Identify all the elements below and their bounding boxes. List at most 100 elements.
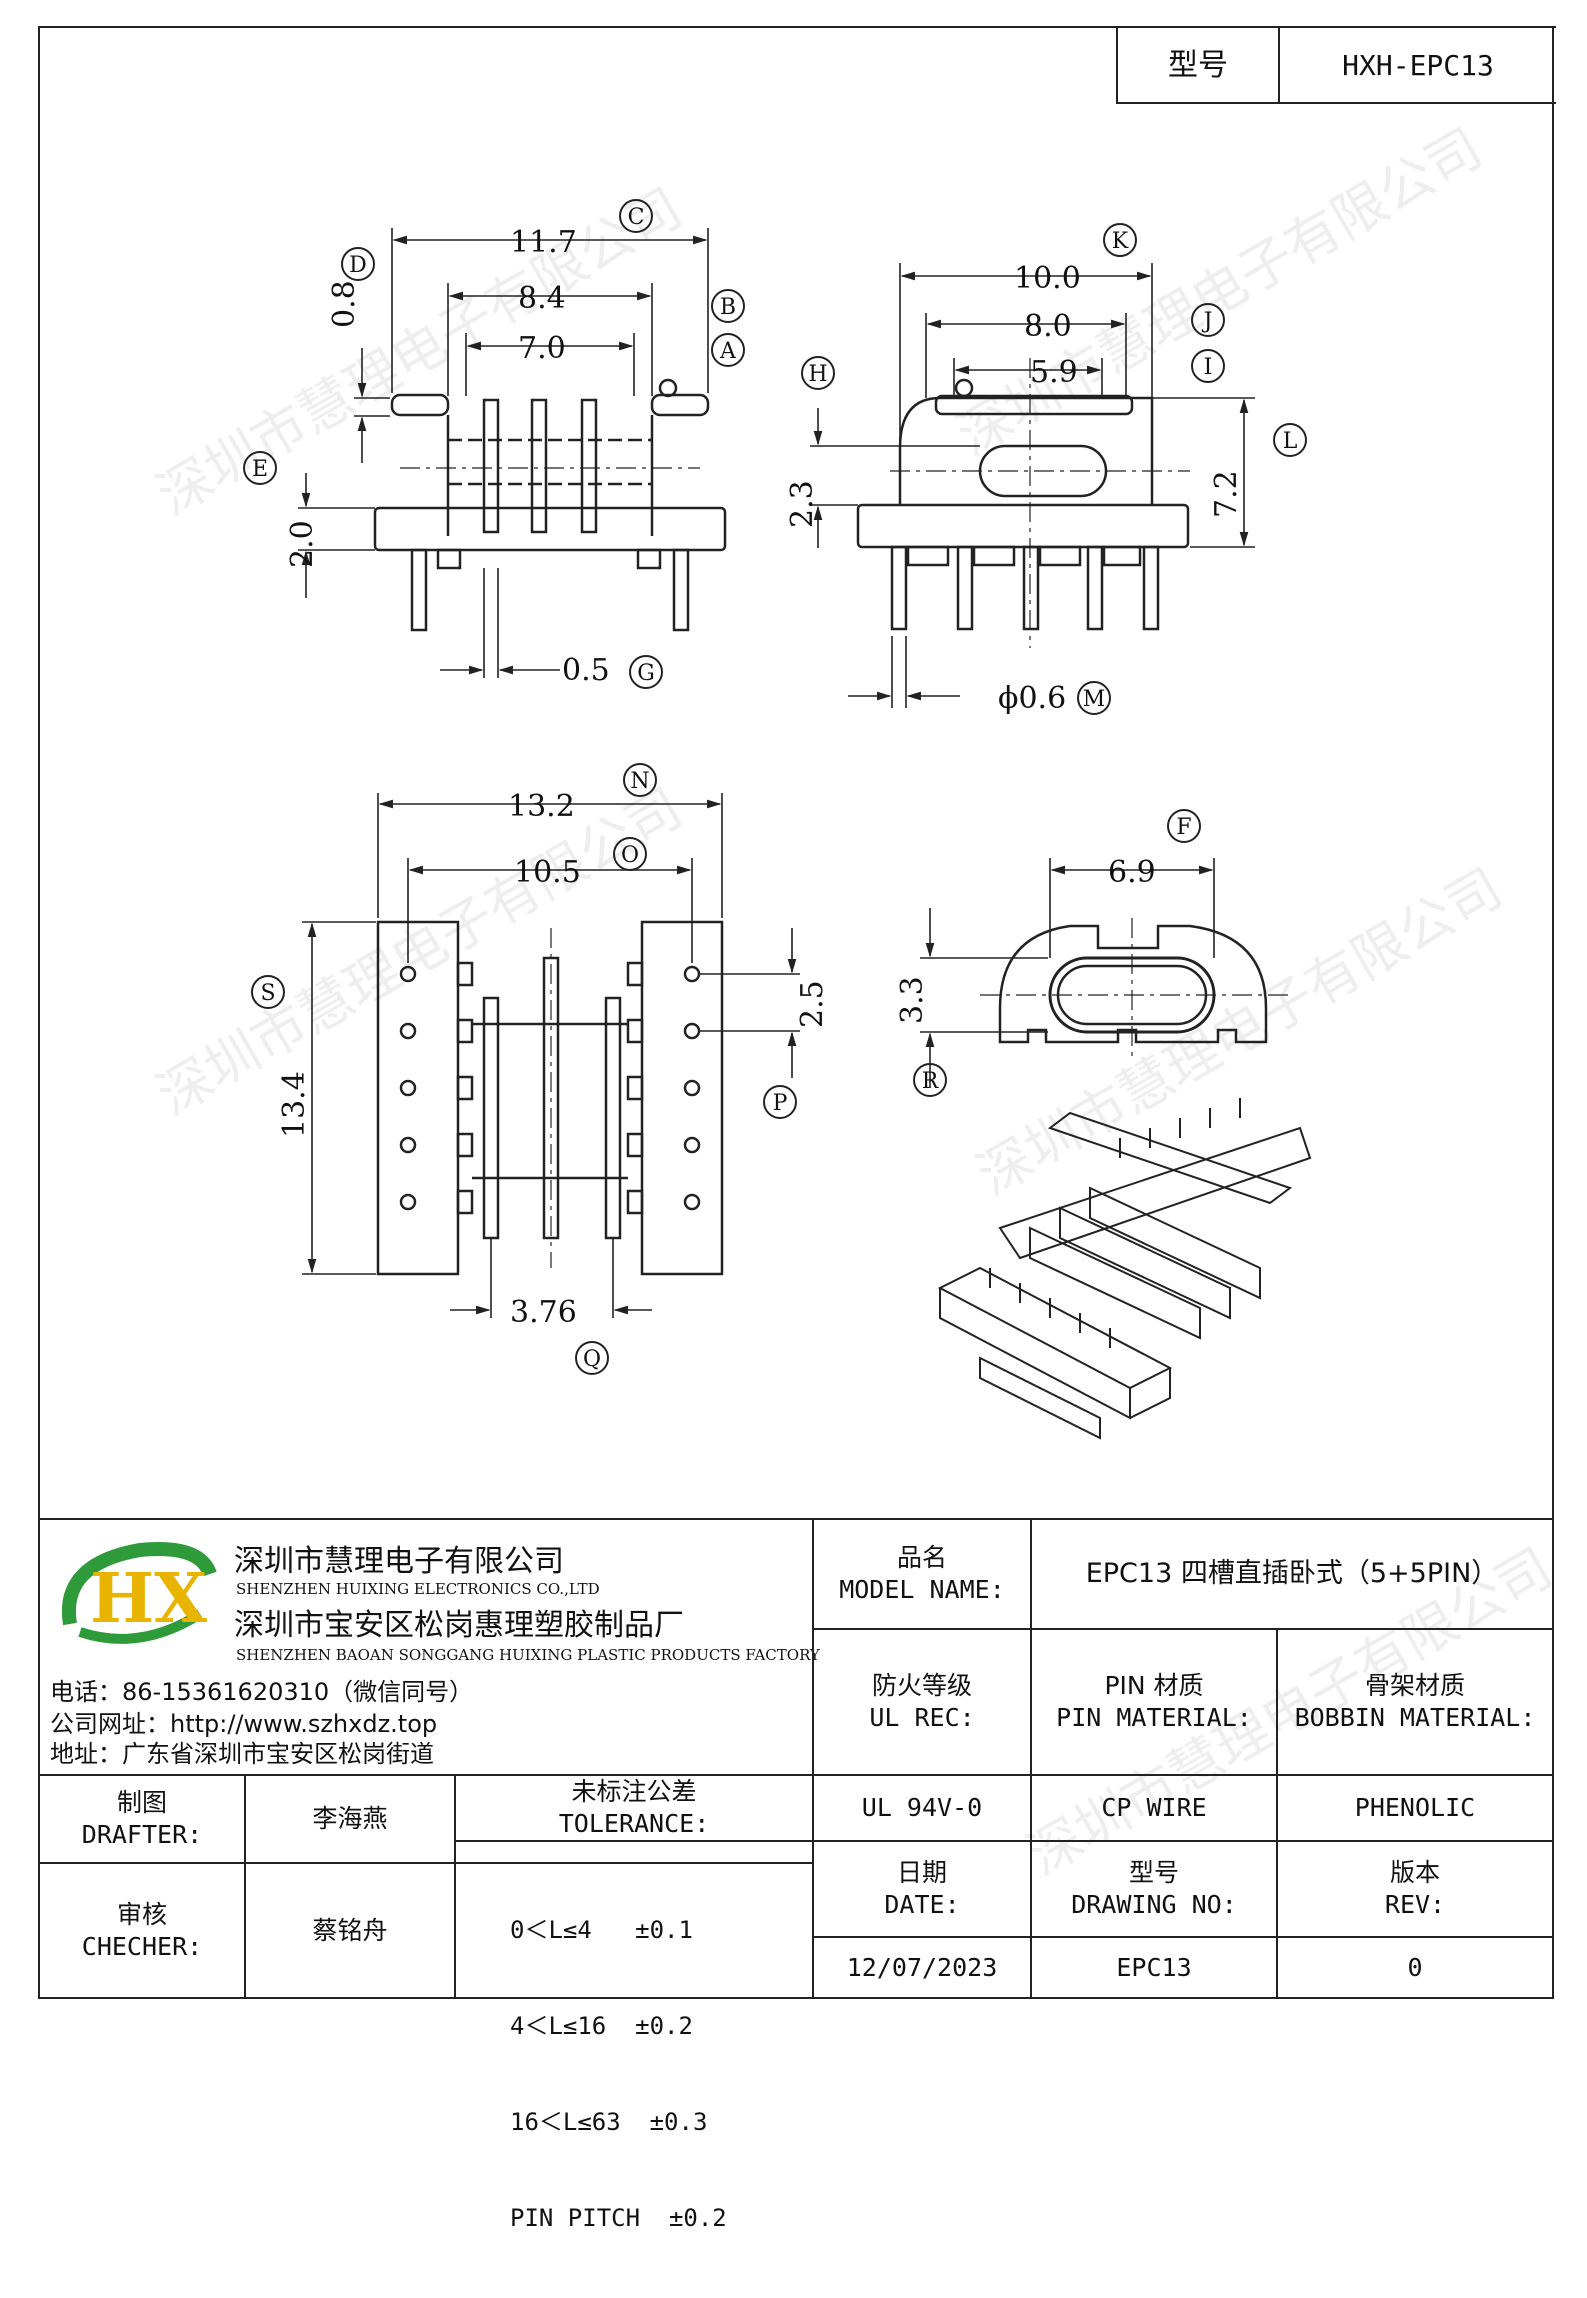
dim-k-value: 10.0 [1014,261,1081,296]
website: 公司网址：http://www.szhxdz.top [50,1710,438,1738]
label-d: D [341,247,375,281]
svg-text:H: H [808,362,827,387]
label-e: E [243,451,277,485]
svg-text:R: R [922,1069,940,1094]
logo-text: HX [90,1559,207,1639]
label-s: S [251,975,285,1009]
company-name-en: SHENZHEN HUIXING ELECTRONICS CO.,LTD [236,1580,600,1598]
dim-j-value: 8.0 [1024,309,1072,344]
tolerance-row: PIN PITCH ±0.2 [510,2204,727,2232]
dim-s-value: 13.4 [277,1071,312,1138]
section-view [980,918,1290,1058]
fire-rating-value: UL 94V-0 [861,1793,983,1822]
svg-text:N: N [630,769,649,794]
dim-f-value: 6.9 [1108,855,1156,890]
dim-n-value: 13.2 [508,789,575,824]
tolerance-list: 0＜L≤4 ±0.1 4＜L≤16 ±0.2 16＜L≤63 ±0.3 PIN … [510,1850,727,2298]
factory-name-cn: 深圳市宝安区松岗惠理塑胶制品厂 [234,1608,684,1643]
model-header-value: HXH-EPC13 [1342,49,1494,82]
dim-o-value: 10.5 [514,855,581,890]
dim-a-value: 7.0 [518,331,566,366]
svg-text:P: P [773,1091,788,1116]
dim-e-value: 2.0 [285,520,320,568]
tolerance-row: 4＜L≤16 ±0.2 [510,2012,693,2040]
tolerance-row: 0＜L≤4 ±0.1 [510,1916,693,1944]
svg-text:J: J [1202,309,1213,334]
dim-q-value: 3.76 [510,1295,577,1330]
svg-text:F: F [1176,815,1191,840]
tolerance-row: 16＜L≤63 ±0.3 [510,2108,708,2136]
front-view [856,358,1190,648]
pin-material-value: CP WIRE [1101,1793,1207,1822]
label-k: K [1103,223,1137,257]
dim-b-value: 8.4 [518,281,566,316]
label-m: M [1077,681,1111,715]
svg-text:O: O [621,843,639,868]
label-a: A [711,333,745,367]
svg-text:G: G [637,661,655,686]
svg-text:B: B [720,295,736,320]
dim-d-value: 0.8 [327,280,362,328]
svg-text:L: L [1283,429,1298,454]
company-logo: HX [50,1534,230,1654]
model-header-box: 型号 HXH-EPC13 [1116,26,1556,104]
dim-p-value: 2.5 [795,980,830,1028]
svg-text:A: A [719,339,737,364]
drawing-sheet: 型号 HXH-EPC13 深圳市慧理电子有限公司 深圳市慧理电子有限公司 深圳市… [38,26,1562,2232]
model-header-label: 型号 [1168,48,1228,83]
dim-g-value: 0.5 [562,653,610,688]
title-block: HX 深圳市慧理电子有限公司 SHENZHEN HUIXING ELECTRON… [40,1518,1552,2232]
label-p: P [763,1085,797,1119]
company-name-cn: 深圳市慧理电子有限公司 [234,1544,564,1579]
label-r: R [913,1063,947,1097]
label-g: G [629,655,663,689]
label-i: I [1191,349,1225,383]
isometric-view [937,1098,1312,1440]
address: 地址：广东省深圳市宝安区松岗街道 [50,1740,434,1768]
label-c: C [619,199,653,233]
label-h: H [801,356,835,390]
svg-text:M: M [1083,687,1106,712]
label-f: F [1167,809,1201,843]
checker-value: 蔡铭舟 [312,1915,388,1945]
dim-h-value: 2.3 [785,480,820,528]
top-view [376,920,724,1276]
dim-m-value: ϕ0.6 [998,681,1066,716]
svg-text:S: S [260,981,275,1006]
date-value: 12/07/2023 [846,1952,998,1982]
svg-text:Q: Q [583,1347,601,1372]
dim-l-value: 7.2 [1209,470,1244,518]
rev-value: 0 [1407,1952,1423,1982]
drawing-no-value: EPC13 [1116,1952,1192,1982]
label-j: J [1191,303,1225,337]
label-o: O [613,837,647,871]
svg-text:D: D [349,253,367,278]
dim-c-value: 11.7 [510,225,577,260]
label-b: B [711,289,745,323]
svg-text:I: I [1204,355,1213,380]
svg-text:K: K [1112,229,1129,254]
phone: 电话：86-15361620310（微信同号） [50,1678,474,1706]
label-n: N [623,763,657,797]
svg-text:E: E [252,457,268,482]
factory-name-en: SHENZHEN BAOAN SONGGANG HUIXING PLASTIC … [236,1646,820,1664]
drafter-value: 李海燕 [312,1804,388,1833]
technical-drawing: 11.7 8.4 7.0 0.8 2.0 0.5 10.0 8.0 5.9 2.… [243,199,1312,1440]
side-view [373,378,727,632]
bobbin-material-value: PHENOLIC [1354,1793,1476,1822]
model-name-value: EPC13 四槽直插卧式（5+5PIN） [1085,1558,1499,1589]
label-l: L [1273,423,1307,457]
svg-text:C: C [628,205,645,230]
dim-i-value: 5.9 [1030,355,1078,390]
dim-r-value: 3.3 [895,976,930,1024]
